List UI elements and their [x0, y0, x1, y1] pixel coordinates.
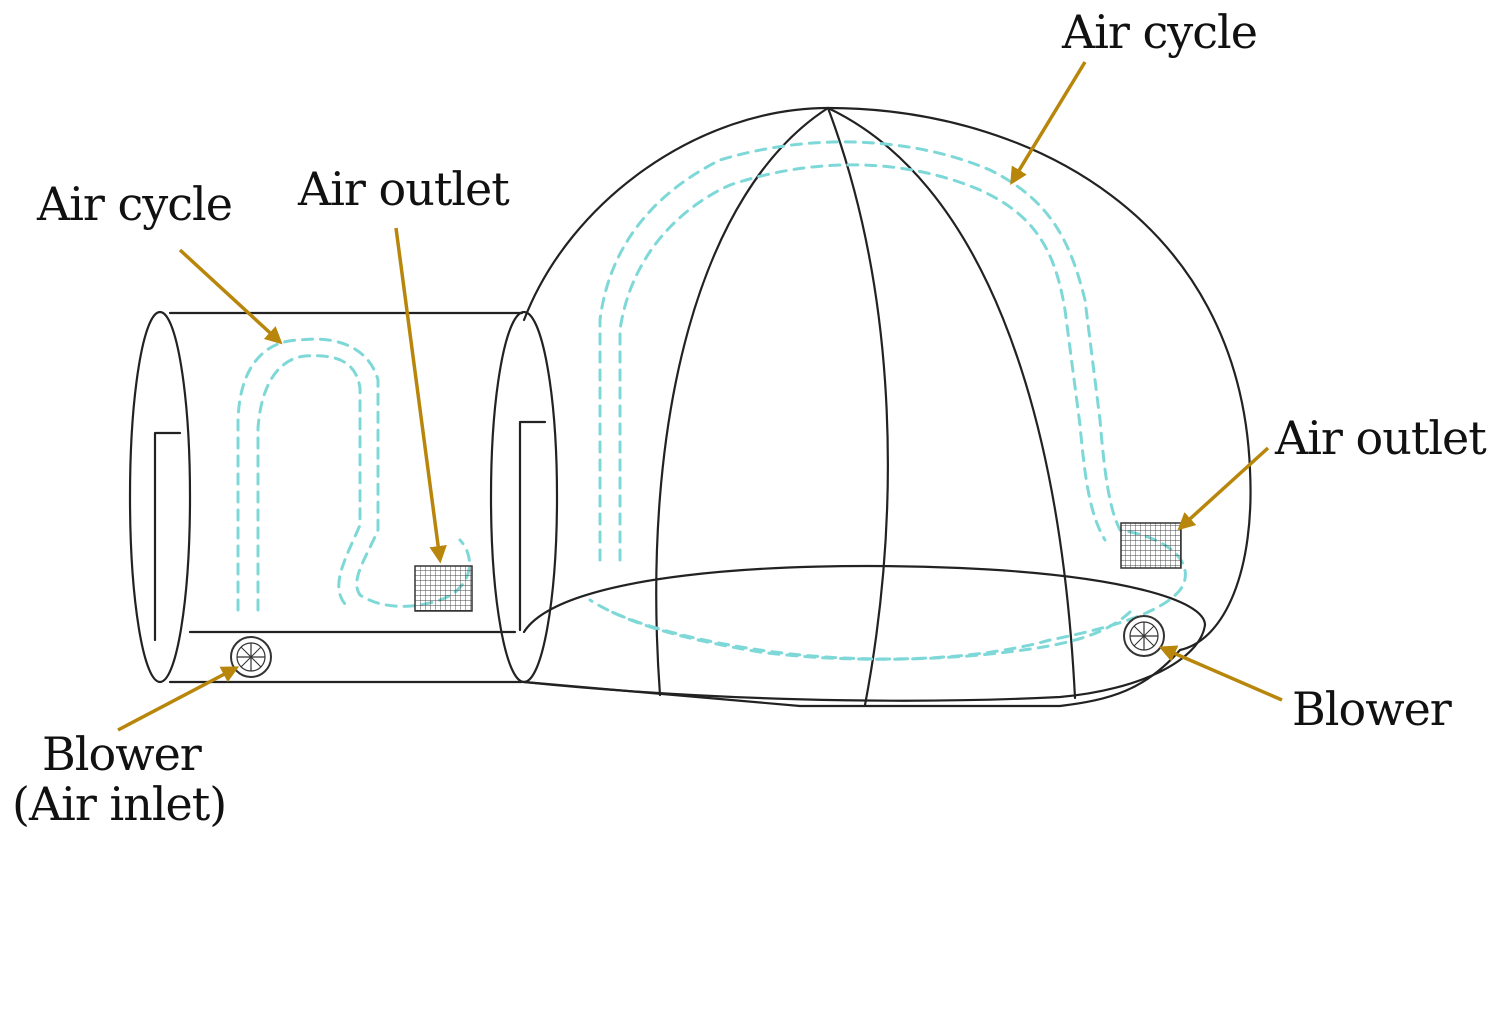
air-outlet-right: [1120, 522, 1182, 569]
label-air-cycle-top: Air cycle: [1061, 5, 1257, 59]
blower-left: [230, 636, 272, 678]
dome-air-cycle-path-inner: [618, 163, 1107, 562]
labels: Air cycle Air cycle Air outlet Air outle…: [12, 5, 1488, 831]
label-air-outlet-left: Air outlet: [297, 162, 510, 216]
dome-floor-ellipse: [522, 564, 1207, 702]
dome-rib-left: [655, 106, 830, 697]
fan-icon: [230, 636, 272, 678]
arrow-air-outlet-right: [1177, 446, 1270, 531]
callout-arrows: [117, 61, 1283, 732]
air-outlet-left: [414, 565, 473, 612]
dome-rib-center: [826, 106, 889, 707]
tunnel: [128, 310, 524, 684]
grille-icon: [414, 565, 473, 612]
label-blower-right: Blower: [1292, 682, 1452, 736]
label-blower-left: Blower: [42, 727, 202, 781]
arrow-blower-right: [1158, 645, 1283, 702]
grille-icon: [1120, 522, 1182, 569]
label-blower-left-inlet: (Air inlet): [12, 777, 226, 831]
tunnel-air-cycle-path-inner: [256, 354, 362, 612]
tunnel-entrance-ring: [128, 310, 192, 684]
fan-icon: [1123, 615, 1165, 657]
dome-floor-air-path: [610, 610, 1132, 661]
arrow-air-cycle-left: [178, 248, 283, 345]
arrow-air-outlet-left: [394, 227, 447, 564]
tunnel-door-left: [153, 431, 182, 642]
label-air-cycle-left: Air cycle: [36, 177, 232, 231]
label-air-outlet-right: Air outlet: [1274, 411, 1487, 465]
arrow-blower-left: [117, 666, 240, 732]
arrow-air-cycle-top: [1010, 61, 1087, 185]
dome-entrance-ring: [489, 310, 559, 684]
air-flow-paths: [236, 140, 1187, 661]
dome-rib-right: [826, 106, 1077, 700]
dome-door: [518, 420, 547, 632]
blower-right: [1123, 615, 1165, 657]
